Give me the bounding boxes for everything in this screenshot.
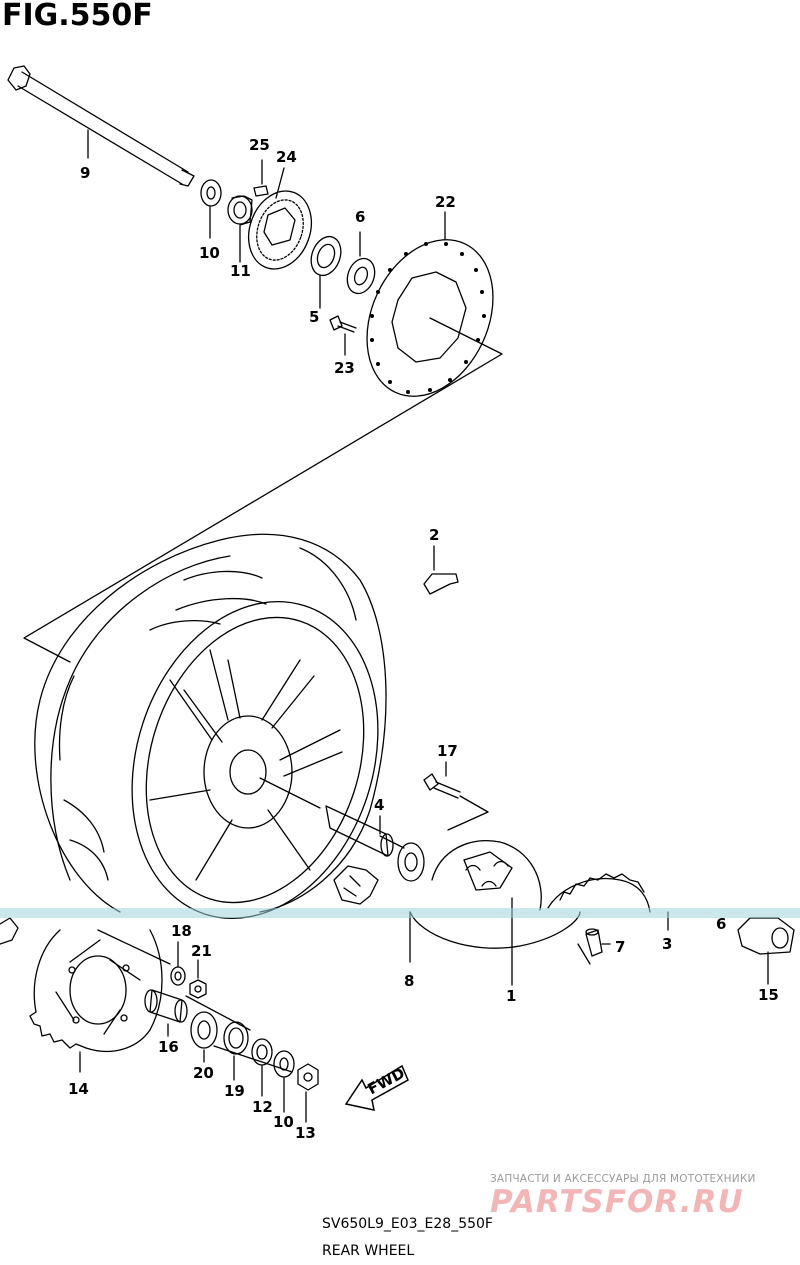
forward-direction-arrow: FWD bbox=[344, 1064, 409, 1111]
fwd-label: FWD bbox=[365, 1064, 408, 1098]
callout-24: 24 bbox=[276, 148, 297, 166]
callout-16: 16 bbox=[158, 1038, 179, 1056]
rear-wheel-rim bbox=[131, 601, 379, 919]
callout-13: 13 bbox=[295, 1124, 316, 1142]
sprocket-nut bbox=[189, 959, 207, 999]
axle-nut bbox=[297, 1063, 319, 1123]
callout-labels: 9 25 24 6 22 10 11 5 23 2 17 4 18 21 8 1… bbox=[68, 136, 779, 1142]
axle-spacer-upper bbox=[227, 195, 253, 263]
disc-bolt bbox=[329, 315, 357, 356]
rear-axle-shaft bbox=[7, 65, 195, 187]
callout-4: 4 bbox=[374, 796, 384, 814]
rear-sprocket bbox=[29, 929, 171, 1073]
figure-title: FIG.550F bbox=[2, 0, 153, 33]
callout-8: 8 bbox=[404, 972, 414, 990]
callout-15: 15 bbox=[758, 986, 779, 1004]
callout-9: 9 bbox=[80, 164, 90, 182]
chain-adjuster bbox=[737, 917, 795, 985]
callout-21: 21 bbox=[191, 942, 212, 960]
axle-washer-upper bbox=[200, 179, 222, 239]
callout-1: 1 bbox=[506, 987, 516, 1005]
rear-brake-disc bbox=[366, 211, 494, 397]
sprocket-mounting-bolt bbox=[423, 761, 489, 831]
callout-10-lower: 10 bbox=[273, 1113, 294, 1131]
callout-3: 3 bbox=[662, 935, 672, 953]
callout-19: 19 bbox=[224, 1082, 245, 1100]
tire-valve bbox=[577, 928, 611, 965]
sprocket-bearing bbox=[190, 1011, 218, 1063]
callout-25: 25 bbox=[249, 136, 270, 154]
wheel-bearing-upper bbox=[346, 231, 376, 295]
callout-6-lower: 6 bbox=[716, 915, 726, 933]
sprocket-damper bbox=[333, 865, 379, 905]
callout-23: 23 bbox=[334, 359, 355, 377]
abs-sensor-rotor bbox=[248, 167, 312, 270]
watermark-tagline: ЗАПЧАСТИ И АКСЕССУАРЫ ДЛЯ МОТОТЕХНИКИ bbox=[490, 1173, 756, 1185]
axle-spacer-lower bbox=[251, 1038, 273, 1097]
callout-22: 22 bbox=[435, 193, 456, 211]
axle-washer-lower bbox=[273, 1050, 295, 1113]
sensor-rotor-screw bbox=[253, 159, 269, 197]
watermark-logo: PARTSFOR.RU bbox=[490, 1184, 744, 1220]
callout-2: 2 bbox=[429, 526, 439, 544]
balance-weight bbox=[423, 545, 459, 595]
callout-10: 10 bbox=[199, 244, 220, 262]
model-code: SV650L9_E03_E28_550F bbox=[322, 1216, 493, 1232]
callout-11: 11 bbox=[230, 262, 251, 280]
callout-7: 7 bbox=[615, 938, 625, 956]
oil-seal bbox=[310, 235, 342, 309]
rear-sprocket-small bbox=[547, 873, 669, 931]
wheel-bearing-lower bbox=[397, 842, 425, 882]
left-edge-part bbox=[0, 917, 19, 945]
callout-5: 5 bbox=[309, 308, 319, 326]
scan-artifact-band bbox=[0, 908, 800, 918]
callout-6: 6 bbox=[355, 208, 365, 226]
sprocket-washer bbox=[170, 941, 186, 986]
callout-17: 17 bbox=[437, 742, 458, 760]
sprocket-spacer bbox=[144, 989, 188, 1037]
callout-20: 20 bbox=[193, 1064, 214, 1082]
figure-name: REAR WHEEL bbox=[322, 1243, 415, 1259]
callout-14: 14 bbox=[68, 1080, 89, 1098]
wheel-spacer bbox=[325, 805, 394, 857]
callout-18: 18 bbox=[171, 922, 192, 940]
callout-12: 12 bbox=[252, 1098, 273, 1116]
